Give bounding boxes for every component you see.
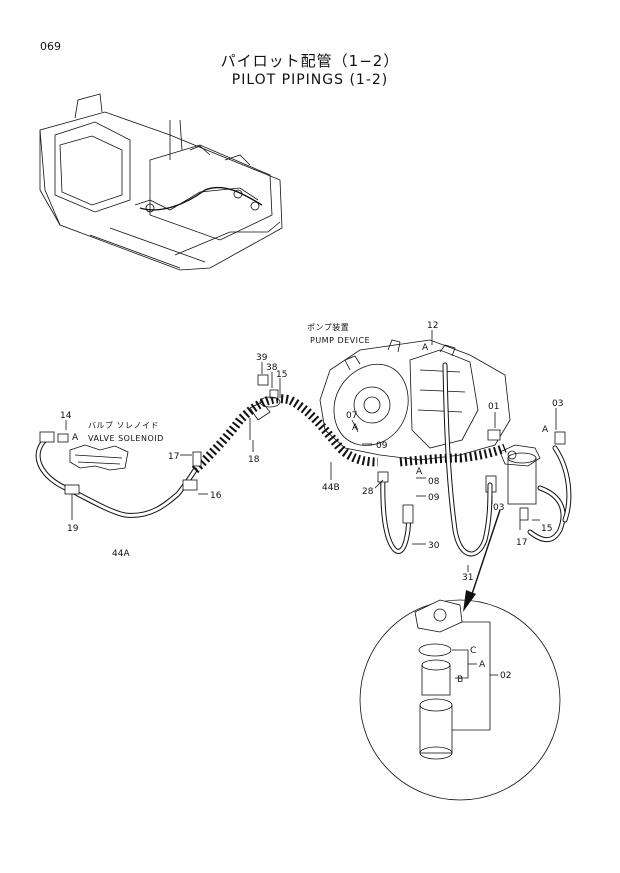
part-label: 15 xyxy=(276,370,287,380)
part-label: A xyxy=(422,343,429,353)
part-label: A xyxy=(352,423,359,433)
part-label: A xyxy=(542,425,549,435)
part-label: 08 xyxy=(428,477,440,487)
part-label: 16 xyxy=(210,491,222,501)
part-label: 31 xyxy=(462,573,473,583)
part-label: 15 xyxy=(541,524,552,534)
part-label: 12 xyxy=(427,321,438,331)
part-label: 07 xyxy=(346,411,357,421)
pump-device-label-en: PUMP DEVICE xyxy=(310,336,370,345)
part-label: 39 xyxy=(256,353,268,363)
page-title-japanese: パイロット配管（1−2） xyxy=(220,52,400,70)
part-label: 17 xyxy=(168,452,179,462)
part-label: 44B xyxy=(322,483,340,493)
valve-solenoid-label-jp: バルブ ソレノイド xyxy=(88,420,159,430)
part-label: 38 xyxy=(266,363,278,373)
leader-lines xyxy=(65,330,557,572)
part-label: 19 xyxy=(67,524,79,534)
part-label: 09 xyxy=(428,493,440,503)
pump-device-body xyxy=(319,339,511,461)
page-number: 069 xyxy=(40,40,61,53)
part-label: 17 xyxy=(516,538,527,548)
part-label: 09 xyxy=(376,441,388,451)
detail-pointer-arrowhead xyxy=(463,590,476,612)
part-label: 01 xyxy=(488,402,499,412)
valve-solenoid-label-en: VALVE SOLENOID xyxy=(88,434,164,443)
detail-pointer-line xyxy=(469,509,501,601)
hose-30-31 xyxy=(377,362,493,557)
pump-device-label-jp: ポンプ装置 xyxy=(307,322,349,332)
page-title-english: PILOT PIPINGS (1-2) xyxy=(231,72,389,88)
part-label: 28 xyxy=(362,487,374,497)
part-label: A xyxy=(479,660,486,670)
part-label: 44A xyxy=(112,549,130,559)
part-label: 03 xyxy=(552,399,563,409)
part-label: C xyxy=(470,646,476,656)
machine-overview-sketch xyxy=(39,93,283,271)
part-label: A xyxy=(72,433,79,443)
part-label: 02 xyxy=(500,671,511,681)
part-label: 18 xyxy=(248,455,260,465)
part-label: 30 xyxy=(428,541,440,551)
part-label: 14 xyxy=(60,411,72,421)
part-label: B xyxy=(457,675,463,685)
filter-assembly xyxy=(485,429,572,543)
filter-detail-circle xyxy=(359,599,561,801)
hose-44b xyxy=(191,394,507,474)
part-label: A xyxy=(416,467,423,477)
valve-solenoid-fittings xyxy=(39,431,198,512)
upper-fittings xyxy=(192,374,281,467)
part-label: 03 xyxy=(493,503,504,513)
